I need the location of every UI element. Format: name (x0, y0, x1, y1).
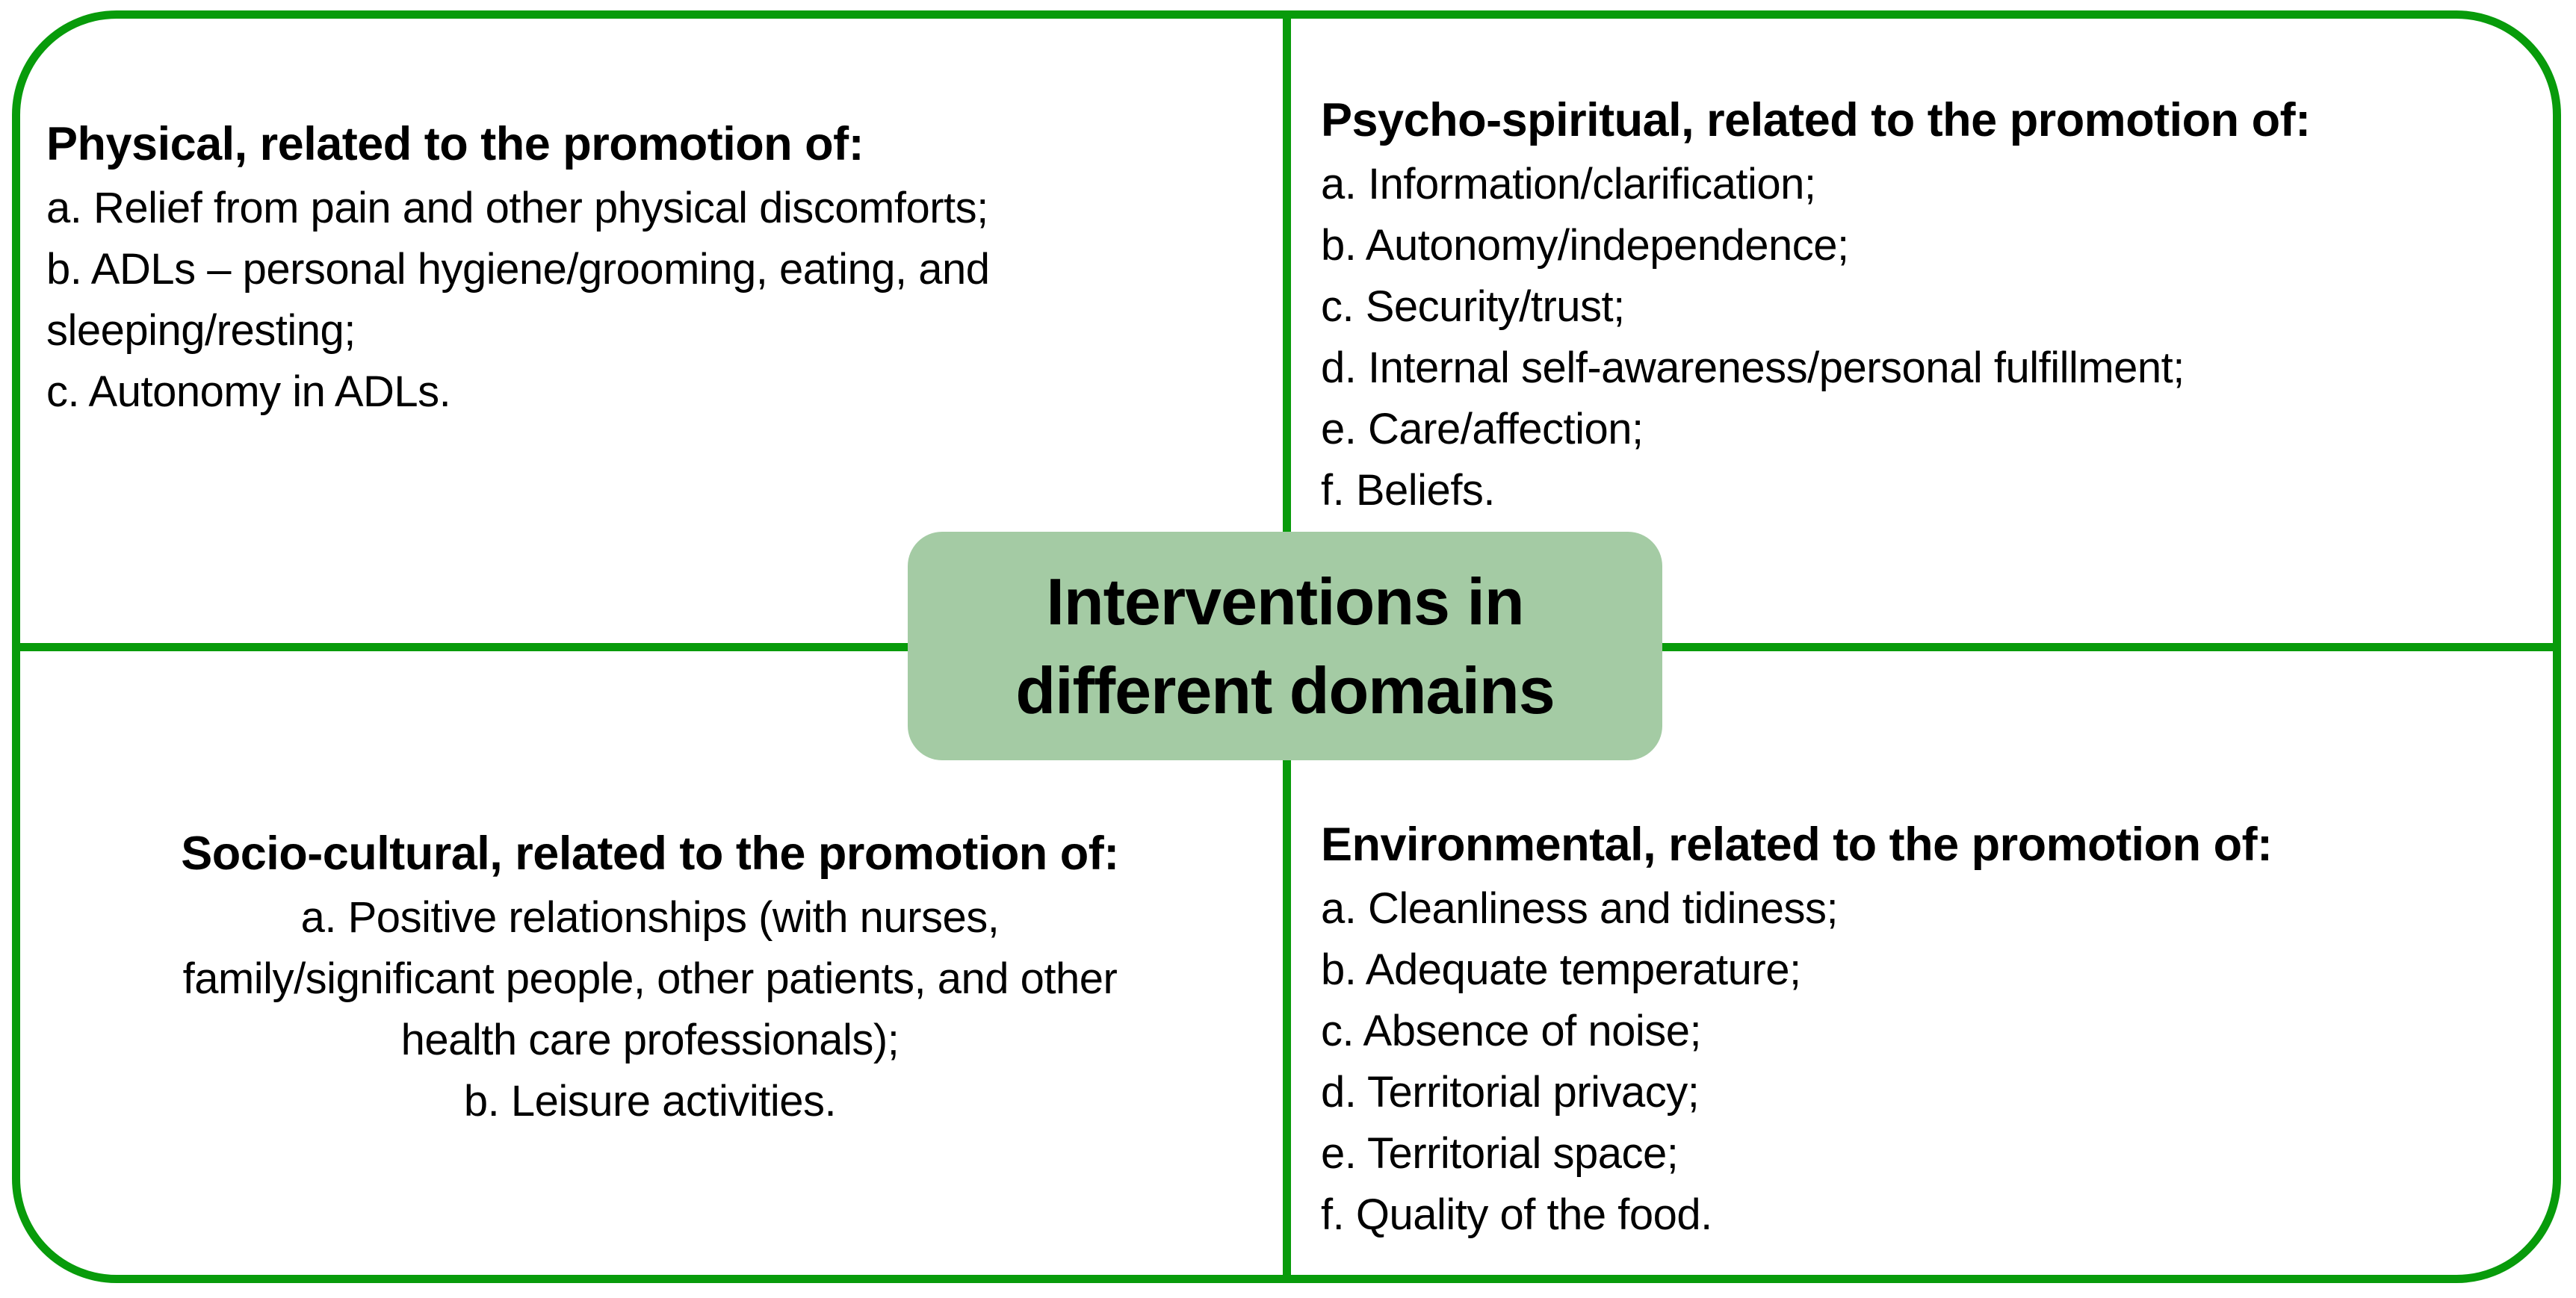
quadrant-socio-cultural-line: b. Leisure activities. (463, 1077, 837, 1125)
quadrant-physical-line: a. Relief from pain and other physical d… (46, 184, 988, 232)
quadrant-socio-cultural-line: health care professionals); (400, 1016, 900, 1064)
quadrant-environmental-line: a. Cleanliness and tidiness; (1321, 884, 1839, 933)
quadrant-environmental-line: c. Absence of noise; (1321, 1007, 1702, 1055)
quadrant-socio-cultural-line: family/significant people, other patient… (182, 954, 1118, 1003)
quadrant-psycho-spiritual-line: e. Care/affection; (1321, 405, 1644, 453)
quadrant-environmental-line: e. Territorial space; (1321, 1129, 1679, 1178)
quadrant-psycho-spiritual-line: c. Security/trust; (1321, 282, 1625, 331)
quadrant-environmental-line: b. Adequate temperature; (1321, 945, 1801, 994)
outer-border (12, 10, 2561, 1283)
quadrant-physical: Physical, related to the promotion of: a… (46, 111, 1257, 423)
quadrant-socio-cultural-heading: Socio-cultural, related to the promotion… (181, 827, 1119, 880)
quadrant-physical-heading: Physical, related to the promotion of: (46, 118, 864, 170)
quadrant-socio-cultural: Socio-cultural, related to the promotion… (30, 820, 1270, 1132)
quadrant-environmental: Environmental, related to the promotion … (1321, 811, 2546, 1246)
quadrant-psycho-spiritual-line: b. Autonomy/independence; (1321, 221, 1849, 270)
quadrant-environmental-line: d. Territorial privacy; (1321, 1068, 1700, 1117)
quadrant-physical-line: sleeping/resting; (46, 306, 356, 355)
quadrant-physical-line: b. ADLs – personal hygiene/grooming, eat… (46, 245, 990, 294)
quadrant-socio-cultural-line: a. Positive relationships (with nurses, (300, 893, 1000, 942)
quadrant-psycho-spiritual-line: a. Information/clarification; (1321, 160, 1816, 208)
center-title-box: Interventions in different domains (908, 532, 1662, 760)
center-title-line: Interventions in (1046, 565, 1524, 639)
quadrant-psycho-spiritual-heading: Psycho-spiritual, related to the promoti… (1321, 94, 2311, 146)
quadrant-environmental-line: f. Quality of the food. (1321, 1190, 1712, 1239)
quadrant-physical-line: c. Autonomy in ADLs. (46, 367, 451, 416)
center-title-line: different domains (1015, 653, 1555, 727)
quadrant-psycho-spiritual: Psycho-spiritual, related to the promoti… (1321, 87, 2546, 521)
quadrant-psycho-spiritual-line: f. Beliefs. (1321, 466, 1496, 515)
quadrant-psycho-spiritual-line: d. Internal self-awareness/personal fulf… (1321, 344, 2185, 392)
quadrant-environmental-heading: Environmental, related to the promotion … (1321, 819, 2273, 871)
